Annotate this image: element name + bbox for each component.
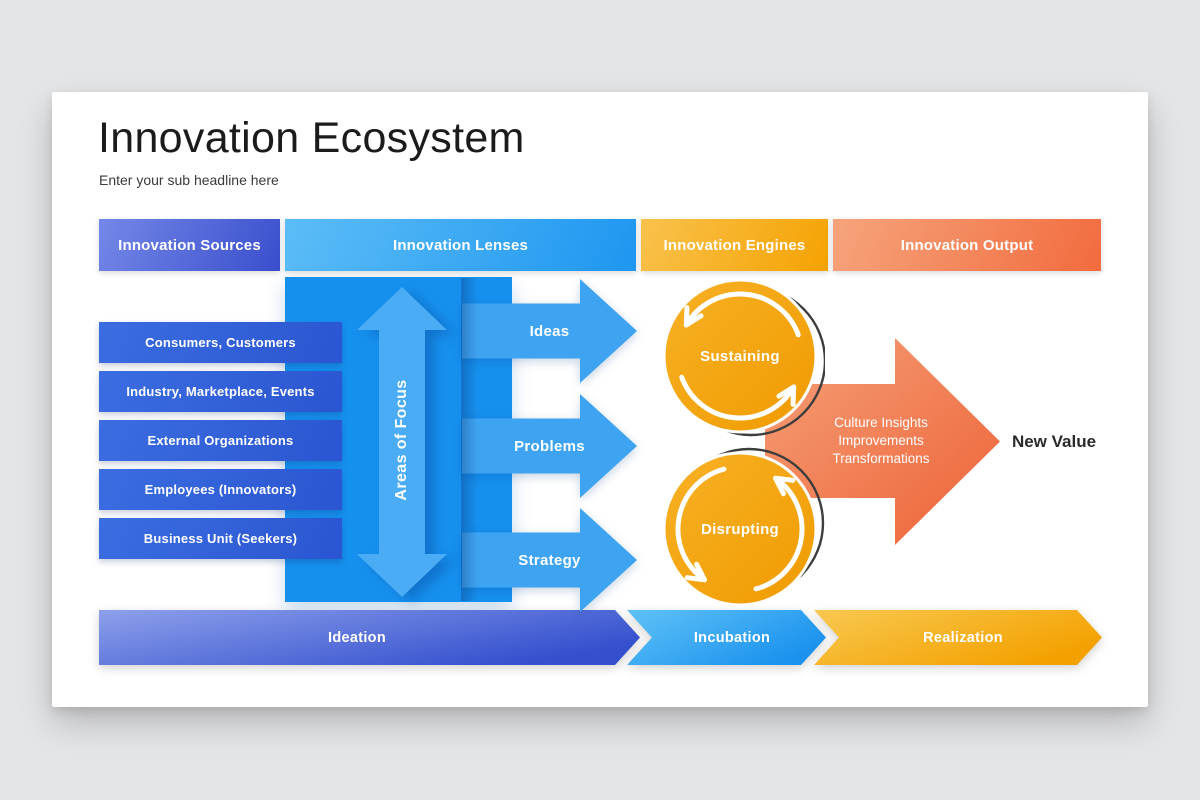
output-arrow-line: Transformations [832, 451, 930, 466]
cycle-label: Sustaining [700, 347, 780, 365]
right-arrow-shape [462, 508, 637, 612]
cycle-label: Disrupting [701, 520, 779, 538]
output-arrow-line: Improvements [838, 433, 924, 448]
flow-arrow-strategy: Strategy [462, 508, 637, 612]
phase-label: Incubation [693, 629, 771, 646]
flow-arrow-label: Strategy [518, 551, 581, 569]
cycle-arrows-icon [662, 278, 827, 437]
source-box: Industry, Marketplace, Events [99, 371, 342, 412]
source-box-label: Industry, Marketplace, Events [126, 384, 315, 399]
phase-label: Realization [923, 629, 1003, 646]
cycle-disrupting: Disrupting [655, 444, 825, 614]
source-box-label: Business Unit (Seekers) [143, 531, 298, 546]
flow-arrow-problems: Problems [462, 394, 637, 498]
source-box: Consumers, Customers [99, 322, 342, 363]
column-header-innovation-engines: Innovation Engines [641, 219, 828, 271]
flow-arrow-label: Ideas [529, 322, 570, 340]
right-arrow-shape [462, 279, 637, 383]
source-box-label: Consumers, Customers [145, 335, 296, 350]
output-arrow-shape [765, 338, 1000, 545]
column-header-innovation-output: Innovation Output [833, 219, 1101, 271]
chevron-shape [627, 610, 826, 665]
source-box-label: Employees (Innovators) [144, 482, 297, 497]
source-box-label: External Organizations [147, 433, 294, 448]
slide-title: Innovation Ecosystem [98, 114, 525, 162]
phase-realization: Realization [814, 610, 1102, 665]
column-header-label: Innovation Lenses [392, 236, 529, 254]
phase-ideation: Ideation [99, 610, 640, 665]
source-box: Employees (Innovators) [99, 469, 342, 510]
cycle-sustaining: Sustaining [655, 271, 827, 441]
areas-of-focus-label: Areas of Focus [393, 379, 410, 501]
column-header-innovation-sources: Innovation Sources [99, 219, 280, 271]
flow-arrow-ideas: Ideas [462, 279, 637, 383]
source-box: External Organizations [99, 420, 342, 461]
column-header-label: Innovation Sources [118, 236, 261, 254]
new-value-label: New Value [1011, 432, 1097, 451]
chevron-shape [99, 610, 640, 665]
column-header-label: Innovation Output [900, 236, 1034, 254]
output-arrow-line: Culture Insights [834, 415, 928, 430]
vertical-double-arrow-icon [357, 287, 447, 597]
output-arrow-text: Culture Insights Improvements Transforma… [775, 414, 987, 468]
cycle-arrows-icon [662, 447, 825, 607]
slide-canvas: Innovation Ecosystem Enter your sub head… [52, 92, 1148, 707]
phase-label: Ideation [328, 629, 386, 646]
flow-arrow-label: Problems [514, 437, 585, 455]
column-header-label: Innovation Engines [663, 236, 806, 254]
phase-incubation: Incubation [627, 610, 826, 665]
column-header-innovation-lenses: Innovation Lenses [285, 219, 636, 271]
slide-subtitle: Enter your sub headline here [99, 172, 279, 188]
right-arrow-shape [462, 394, 637, 498]
chevron-shape [814, 610, 1102, 665]
source-box: Business Unit (Seekers) [99, 518, 342, 559]
